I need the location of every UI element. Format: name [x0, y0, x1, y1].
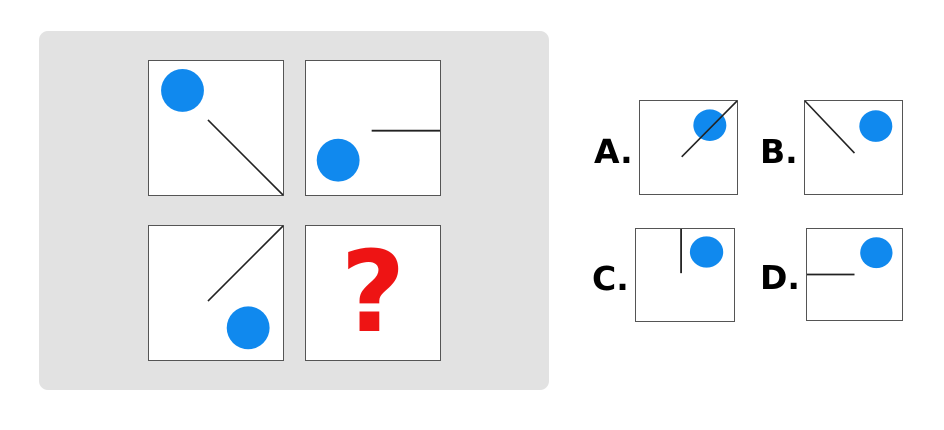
cell-top-right-graphic: [316, 61, 440, 182]
blue-circle: [226, 306, 270, 350]
option-c-graphic: [636, 229, 723, 321]
option-c-box[interactable]: [634, 228, 735, 322]
answer-option-b[interactable]: B.: [760, 100, 903, 195]
cell-bottom-left-graphic: [149, 226, 283, 350]
matrix-cell-top-right[interactable]: [305, 60, 441, 196]
diagonal-up-right-line: [681, 101, 736, 157]
blue-circle: [860, 237, 893, 269]
matrix-cell-bottom-left[interactable]: [148, 225, 284, 361]
option-b-label: B.: [760, 132, 798, 171]
option-b-box[interactable]: [803, 100, 903, 195]
answer-option-c[interactable]: C.: [592, 228, 735, 322]
option-a-label: A.: [594, 132, 633, 171]
option-d-graphic: [807, 237, 893, 320]
option-c-label: C.: [592, 259, 629, 298]
diagonal-up-right-line: [208, 226, 283, 301]
matrix-cell-top-left[interactable]: [148, 60, 284, 196]
blue-circle: [161, 69, 204, 112]
question-mark: ?: [340, 228, 406, 358]
cell-top-left-graphic: [161, 69, 283, 195]
blue-circle: [316, 138, 360, 182]
matrix-panel: ?: [39, 31, 549, 390]
matrix-cell-bottom-right-unknown[interactable]: ?: [305, 225, 441, 361]
answer-option-d[interactable]: D.: [760, 228, 903, 321]
option-d-box[interactable]: [805, 228, 903, 321]
option-a-box[interactable]: [638, 100, 738, 195]
option-b-graphic: [805, 101, 893, 194]
diagonal-down-right-line: [805, 101, 854, 153]
blue-circle: [689, 236, 723, 268]
option-a-graphic: [640, 101, 737, 194]
option-d-label: D.: [760, 258, 800, 297]
blue-circle: [693, 109, 727, 141]
answer-option-a[interactable]: A.: [594, 100, 738, 195]
blue-circle: [859, 110, 893, 142]
diagonal-down-right-line: [208, 120, 283, 195]
